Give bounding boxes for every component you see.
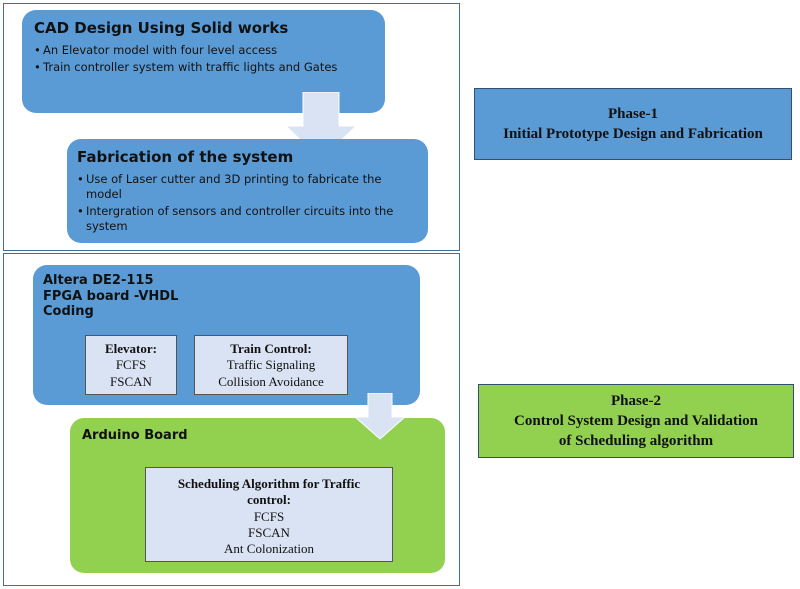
scheduling-item-fscan: FSCAN xyxy=(248,524,290,540)
elevator-item-fcfs: FCFS xyxy=(115,357,147,373)
elevator-algorithms-box: Elevator: FCFS FSCAN xyxy=(85,335,177,395)
phase2-label-box: Phase-2 Control System Design and Valida… xyxy=(478,384,794,458)
cad-design-list: An Elevator model with four level access… xyxy=(34,43,373,75)
cad-design-title: CAD Design Using Solid works xyxy=(34,19,289,37)
scheduling-title-line1: Scheduling Algorithm for Traffic xyxy=(177,476,361,491)
scheduling-algorithm-box: Scheduling Algorithm for Traffic control… xyxy=(145,467,393,562)
elevator-item-fscan: FSCAN xyxy=(110,373,152,389)
phase1-title: Phase-1 xyxy=(608,105,658,122)
phase1-label-box: Phase-1 Initial Prototype Design and Fab… xyxy=(474,88,792,160)
fabrication-item-sensors: Intergration of sensors and controller c… xyxy=(77,204,418,234)
scheduling-title-line2: control: xyxy=(247,492,291,508)
fabrication-list: Use of Laser cutter and 3D printing to f… xyxy=(77,172,418,234)
fabrication-title: Fabrication of the system xyxy=(77,148,294,166)
fabrication-item-laser: Use of Laser cutter and 3D printing to f… xyxy=(77,172,418,202)
scheduling-item-fcfs: FCFS xyxy=(253,508,285,524)
phase1-subtitle: Initial Prototype Design and Fabrication xyxy=(503,126,763,142)
train-item-signaling: Traffic Signaling xyxy=(226,357,316,373)
down-arrow-icon xyxy=(355,393,405,440)
fabrication-box: Fabrication of the system Use of Laser c… xyxy=(67,139,428,243)
elevator-title: Elevator: xyxy=(105,341,157,356)
altera-title-line1: Altera DE2-115 xyxy=(43,273,154,288)
scheduling-item-ant: Ant Colonization xyxy=(224,541,314,556)
cad-item-train: Train controller system with traffic lig… xyxy=(34,60,373,75)
cad-item-elevator: An Elevator model with four level access xyxy=(34,43,373,58)
train-control-title: Train Control: xyxy=(230,341,312,356)
phase2-title: Phase-2 xyxy=(611,392,661,409)
phase2-subtitle-line2: of Scheduling algorithm xyxy=(558,433,714,450)
train-item-collision: Collision Avoidance xyxy=(218,373,324,389)
altera-title-line2: FPGA board -VHDL xyxy=(43,288,179,304)
altera-title-line3: Coding xyxy=(43,304,94,320)
train-control-box: Train Control: Traffic Signaling Collisi… xyxy=(194,335,348,395)
phase2-subtitle-line1: Control System Design and Validation xyxy=(514,412,758,429)
arduino-title: Arduino Board xyxy=(82,428,188,443)
